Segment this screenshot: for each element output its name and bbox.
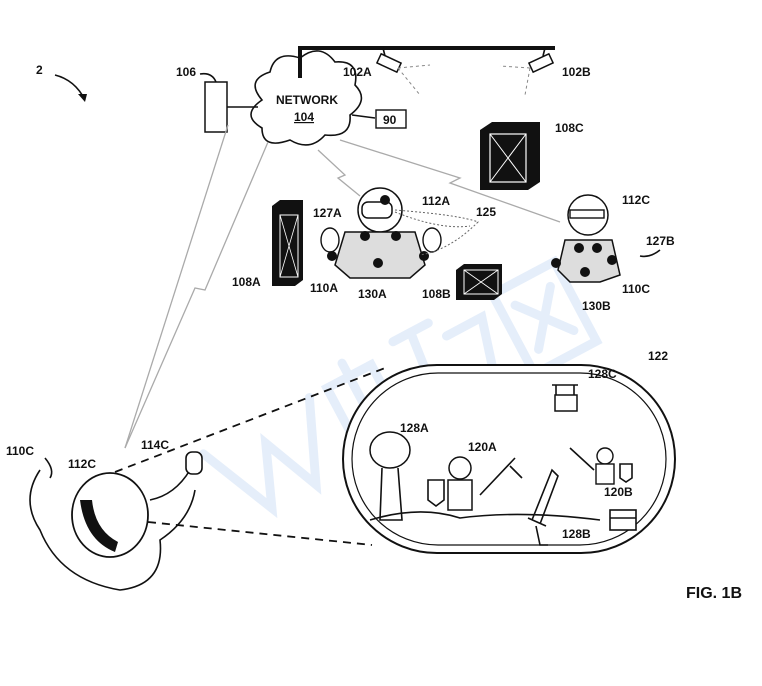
- label-knight-b: 120B: [604, 485, 633, 499]
- label-object-a: 108A: [232, 275, 261, 289]
- knight-120b-icon: [569, 447, 633, 485]
- label-user-a: 110A: [310, 281, 338, 295]
- label-tree: 128A: [400, 421, 429, 435]
- label-well: 128C: [588, 367, 617, 381]
- camera-icon: [499, 47, 555, 96]
- label-view-a: 127A: [313, 206, 342, 220]
- controller-icon: [185, 451, 203, 475]
- label-glasses-c-bottom: 112C: [68, 457, 96, 471]
- label-fig-ref: 2: [36, 63, 43, 77]
- server-icon: [204, 81, 258, 133]
- physical-object-108a: [272, 200, 303, 286]
- box-90: [375, 109, 407, 129]
- camera-icon: [375, 47, 431, 96]
- label-links: 125: [476, 205, 496, 219]
- label-glasses-c: 112C: [622, 193, 650, 207]
- label-object-c: 108C: [555, 121, 584, 135]
- user-110a-figure: [320, 187, 479, 279]
- label-virtual-env: 122: [648, 349, 668, 363]
- treasure-chest-icon: [609, 509, 637, 531]
- label-user-c: 110C: [622, 282, 650, 296]
- physical-object-108b: [456, 264, 502, 300]
- knight-120a-icon: [427, 456, 523, 511]
- label-view-b: 127B: [646, 234, 675, 248]
- label-knight-a: 120A: [468, 440, 497, 454]
- label-network-ref: 104: [294, 110, 314, 124]
- label-camera-b: 102B: [562, 65, 591, 79]
- label-user-c-bottom: 110C: [6, 444, 34, 458]
- label-server: 106: [176, 65, 196, 79]
- network-cloud: [250, 50, 363, 146]
- label-hmd-a: 112A: [422, 194, 450, 208]
- user-110c-figure: [551, 194, 621, 283]
- well-icon: [552, 384, 578, 412]
- label-network: NETWORK: [276, 93, 338, 107]
- label-suit-b: 130B: [582, 299, 611, 313]
- label-suit-a: 130A: [358, 287, 387, 301]
- label-box90: 90: [383, 113, 397, 127]
- label-object-b: 108B: [422, 287, 451, 301]
- label-chest: 128B: [562, 527, 591, 541]
- user-110c-top-view: [29, 451, 203, 591]
- label-controller-c: 114C: [141, 438, 169, 452]
- physical-object-108c: [480, 122, 540, 190]
- virtual-environment-122: [342, 364, 676, 554]
- tree-icon: [369, 431, 411, 521]
- figure-caption: FIG. 1B: [686, 585, 742, 602]
- sword-icon: [527, 468, 559, 546]
- label-camera-a: 102A: [343, 65, 372, 79]
